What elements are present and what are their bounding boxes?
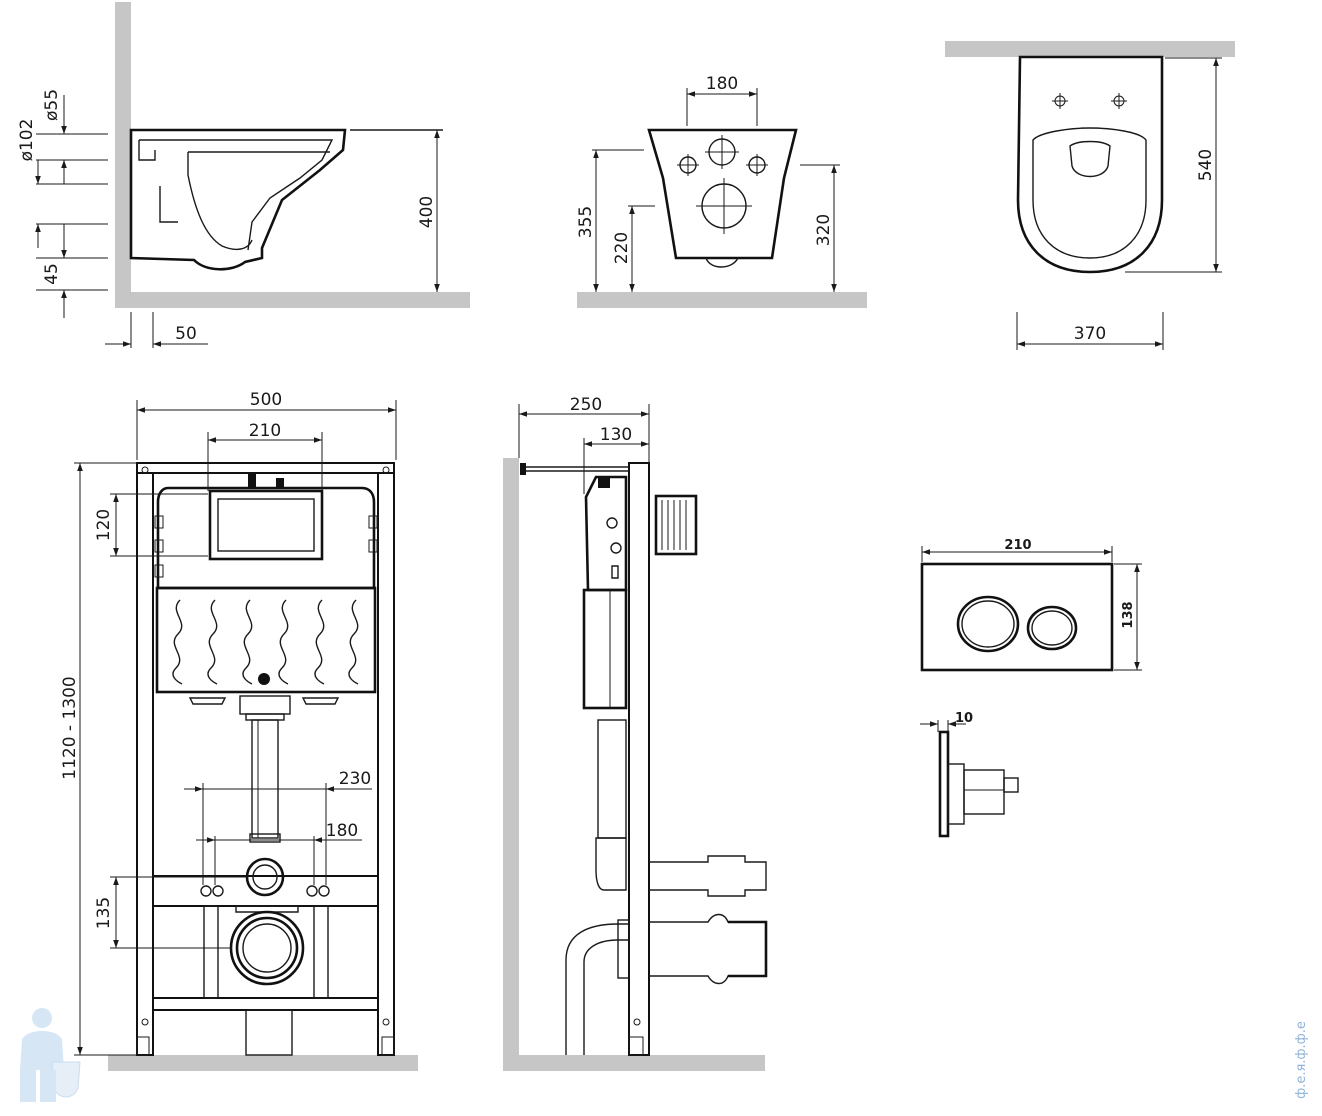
dim-180: 180 [706,74,738,94]
dim-370: 370 [1074,324,1106,344]
flush-pipe [239,695,291,715]
pipe-dimension-ticks [35,95,108,318]
frame-left-post [136,462,154,1056]
floor [503,1055,765,1071]
dim-540: 540 [1196,149,1216,181]
floor [108,1055,418,1071]
wall-horizontal [945,41,1235,57]
dim-dia-102: ø102 [17,119,37,162]
dim-135: 135 [94,897,114,929]
flush-button-small [1026,605,1078,651]
cistern-opening [208,489,324,561]
dim-355: 355 [576,206,596,238]
toilet-bowl-side [129,128,347,271]
plumber-mascot-icon [20,1008,81,1102]
toilet-side-view: ø55 ø102 45 50 400 [17,2,470,348]
insulation-pattern [172,599,359,685]
dim-dia-55: ø55 [42,89,62,121]
dim-50: 50 [175,324,197,344]
insulation-panel [155,586,377,694]
flush-button-large [956,595,1020,653]
dim-180-frame: 180 [326,821,358,841]
dim-120: 120 [94,509,114,541]
dim-250: 250 [570,395,602,415]
frame-side-post [628,462,650,1056]
toilet-bowl-top [1016,55,1164,274]
floor [577,292,867,308]
installation-frame-side: 250 130 [503,395,768,1071]
installation-frame-front: 500 210 120 1120 - 1300 230 180 135 [60,390,418,1071]
flush-plate: 210 138 10 [920,538,1142,838]
wall-vertical [503,458,519,1070]
dim-500: 500 [250,390,282,410]
dim-230: 230 [339,769,371,789]
toilet-bowl-front [647,128,798,260]
drain-bend [565,923,629,1055]
cistern-side [584,475,628,592]
dim-45: 45 [42,263,62,285]
dim-220: 220 [612,232,632,264]
toilet-front-view: 180 355 220 320 [576,74,867,308]
dim-210: 210 [249,421,281,441]
dim-10: 10 [955,711,973,726]
flush-connector [654,494,698,556]
frame-right-post [377,462,395,1056]
drain-pipe [229,910,305,986]
dim-210-plate: 210 [1004,538,1031,553]
dim-320: 320 [814,214,834,246]
dim-height: 1120 - 1300 [60,676,80,779]
wall-vertical [115,2,131,306]
watermark-text: ф.е.я.ф.ф.е [1294,1021,1309,1099]
flush-plate-body [920,562,1114,672]
dim-400: 400 [417,196,437,228]
flush-plate-profile [920,720,1019,838]
dim-130: 130 [600,425,632,445]
dim-138: 138 [1121,601,1136,628]
toilet-top-view: 540 370 [945,41,1235,350]
cistern-tank [156,486,376,590]
floor [115,292,470,308]
